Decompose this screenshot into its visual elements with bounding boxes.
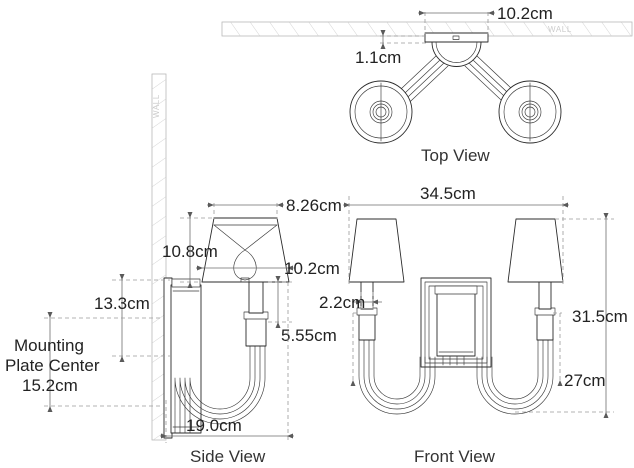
top-view-wall: WALL (221, 21, 633, 37)
top-view-right-shade (498, 80, 562, 144)
dimension-side-10-2: 10.2cm (196, 259, 340, 278)
front-view-right-arm (476, 337, 554, 415)
mounting-note-line2: Plate Center (5, 356, 100, 375)
dimension-label-5-55: 5.55cm (281, 326, 337, 345)
dimension-label-8-26: 8.26cm (286, 196, 342, 215)
dimension-label-27: 27cm (564, 371, 606, 390)
dimension-side-10-8: 10.8cm (162, 212, 218, 288)
top-view-center-body (431, 41, 482, 67)
mounting-note-line1: Mounting (14, 336, 84, 355)
dimension-front-34-5: 34.5cm (343, 184, 569, 284)
side-view-title: Side View (190, 447, 266, 466)
side-view-group: WALL (5, 73, 342, 466)
dimension-side-8-26: 8.26cm (207, 196, 342, 219)
dimension-top-10-2: 10.2cm (418, 4, 553, 34)
side-view-body (170, 278, 202, 434)
dimension-front-2-2: 2.2cm (319, 292, 382, 312)
dimension-label-2-2: 2.2cm (319, 293, 365, 312)
dimension-label-10-2-top: 10.2cm (497, 4, 553, 23)
front-view-left-shade (348, 218, 405, 283)
top-view-left-shade (349, 80, 413, 144)
wall-label-side: WALL (152, 94, 161, 118)
side-view-wall: WALL (151, 73, 167, 441)
dimension-label-31-5: 31.5cm (572, 307, 628, 326)
front-view-left-arm (358, 337, 436, 415)
wall-label-top: WALL (548, 25, 572, 34)
mounting-note-line3: 15.2cm (22, 376, 78, 395)
dimension-front-31-5: 31.5cm (515, 213, 628, 418)
front-view-title: Front View (414, 447, 496, 466)
dimension-top-1-1: 1.1cm (355, 30, 428, 67)
top-view-group: WALL (221, 4, 633, 165)
dimension-label-1-1: 1.1cm (355, 48, 401, 67)
dimension-side-mounting-plate-center: Mounting Plate Center 15.2cm (5, 312, 164, 412)
top-view-mounting-plate (424, 32, 489, 43)
side-view-arm (174, 341, 266, 434)
dimension-front-27: 27cm (350, 312, 606, 390)
dimension-label-34-5: 34.5cm (420, 184, 476, 203)
dimension-label-10-2-side: 10.2cm (284, 259, 340, 278)
front-view-right-shade (507, 218, 564, 283)
side-view-socket (243, 279, 269, 347)
dimension-label-13-3: 13.3cm (94, 294, 150, 313)
front-view-group: 34.5cm 2.2cm 31.5cm 27 (319, 184, 628, 466)
front-view-center-body (434, 285, 478, 366)
dimension-side-5-55: 5.55cm (268, 276, 337, 345)
dimension-label-19-0: 19.0cm (186, 416, 242, 435)
dimension-label-10-8: 10.8cm (162, 242, 218, 261)
front-view-right-socket (534, 279, 556, 341)
top-view-title: Top View (421, 146, 490, 165)
dimension-side-19-0: 19.0cm (160, 282, 294, 443)
